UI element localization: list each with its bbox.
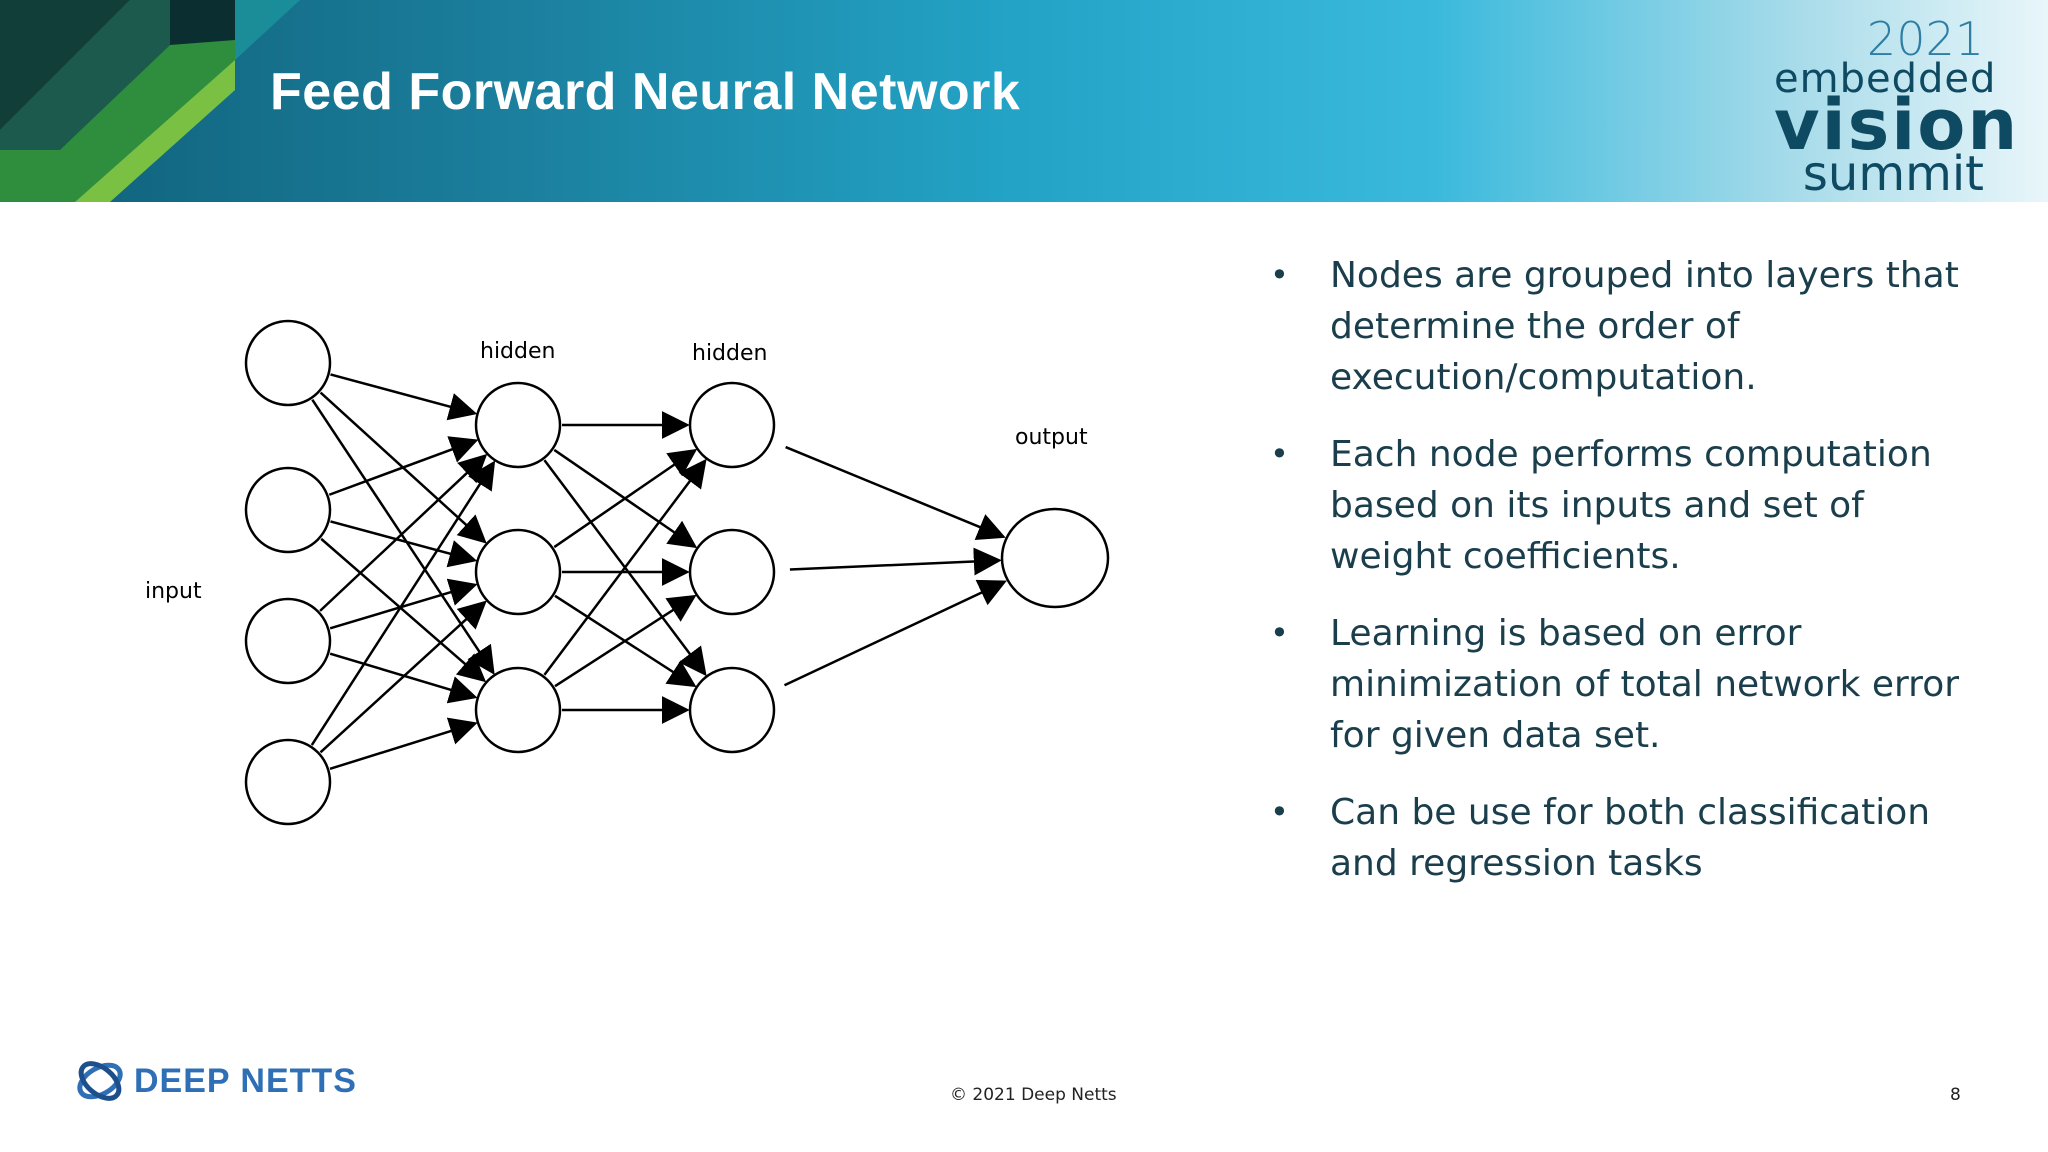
bullet-item: •Learning is based on error minimization… bbox=[1262, 608, 1982, 761]
connection-arrow bbox=[554, 594, 697, 688]
hidden2-node bbox=[688, 381, 776, 469]
connection-arrow bbox=[319, 600, 487, 754]
input-layer-label: input bbox=[145, 579, 202, 604]
bullet-dot-icon: • bbox=[1270, 256, 1289, 294]
input-node bbox=[244, 738, 332, 826]
deep-netts-emblem-icon bbox=[77, 1061, 123, 1101]
slide-title: Feed Forward Neural Network bbox=[270, 63, 1021, 121]
connections bbox=[310, 373, 1007, 771]
output-node bbox=[1000, 507, 1110, 609]
header-banner: Feed Forward Neural Network 2021 embedde… bbox=[0, 0, 2048, 202]
embedded-vision-summit-logo: 2021 embedded vision summit bbox=[1774, 12, 2020, 202]
hidden1-node bbox=[474, 666, 562, 754]
bullet-dot-icon: • bbox=[1270, 614, 1289, 652]
bullet-dot-icon: • bbox=[1270, 793, 1289, 831]
hidden-layer-1-label: hidden bbox=[480, 339, 555, 364]
input-node bbox=[244, 466, 332, 554]
connection-arrow bbox=[783, 579, 1007, 687]
brand-name: DEEP NETTS bbox=[134, 1061, 357, 1100]
connection-arrow bbox=[329, 652, 478, 704]
bullet-list: •Nodes are grouped into layers that dete… bbox=[1262, 250, 1982, 915]
banner-decoration bbox=[0, 0, 300, 202]
copyright-text: © 2021 Deep Netts bbox=[950, 1085, 1117, 1105]
connection-arrow bbox=[330, 520, 478, 568]
hidden1-node bbox=[474, 381, 562, 469]
connection-arrow bbox=[553, 448, 698, 549]
connection-arrow bbox=[329, 578, 478, 630]
connection-arrow bbox=[789, 547, 1002, 576]
output-layer-label: output bbox=[1015, 425, 1088, 450]
deep-netts-logo: DEEP NETTS bbox=[74, 1055, 357, 1107]
connection-arrow bbox=[785, 445, 1006, 541]
connection-arrow bbox=[310, 460, 496, 746]
nodes bbox=[244, 319, 1110, 826]
hidden2-node bbox=[688, 666, 776, 754]
connection-arrow bbox=[543, 458, 707, 676]
connection-arrow bbox=[330, 373, 478, 421]
connection-arrow bbox=[311, 398, 495, 675]
bullet-item: •Each node performs computation based on… bbox=[1262, 429, 1982, 582]
connection-arrow bbox=[328, 436, 479, 496]
bullet-dot-icon: • bbox=[1270, 435, 1289, 473]
input-node bbox=[244, 319, 332, 407]
page-number: 8 bbox=[1950, 1085, 1961, 1105]
neural-network-diagram: input hidden hidden output bbox=[145, 319, 1110, 826]
connection-arrow bbox=[320, 537, 487, 683]
hidden-layer-2-label: hidden bbox=[692, 341, 767, 366]
hidden1-node bbox=[474, 528, 562, 616]
bullet-item: •Nodes are grouped into layers that dete… bbox=[1262, 250, 1982, 403]
input-node bbox=[244, 597, 332, 685]
connection-arrow bbox=[319, 453, 488, 612]
bullet-item: •Can be use for both classification and … bbox=[1262, 787, 1982, 889]
connection-arrow bbox=[329, 717, 478, 771]
hidden2-node bbox=[688, 528, 776, 616]
